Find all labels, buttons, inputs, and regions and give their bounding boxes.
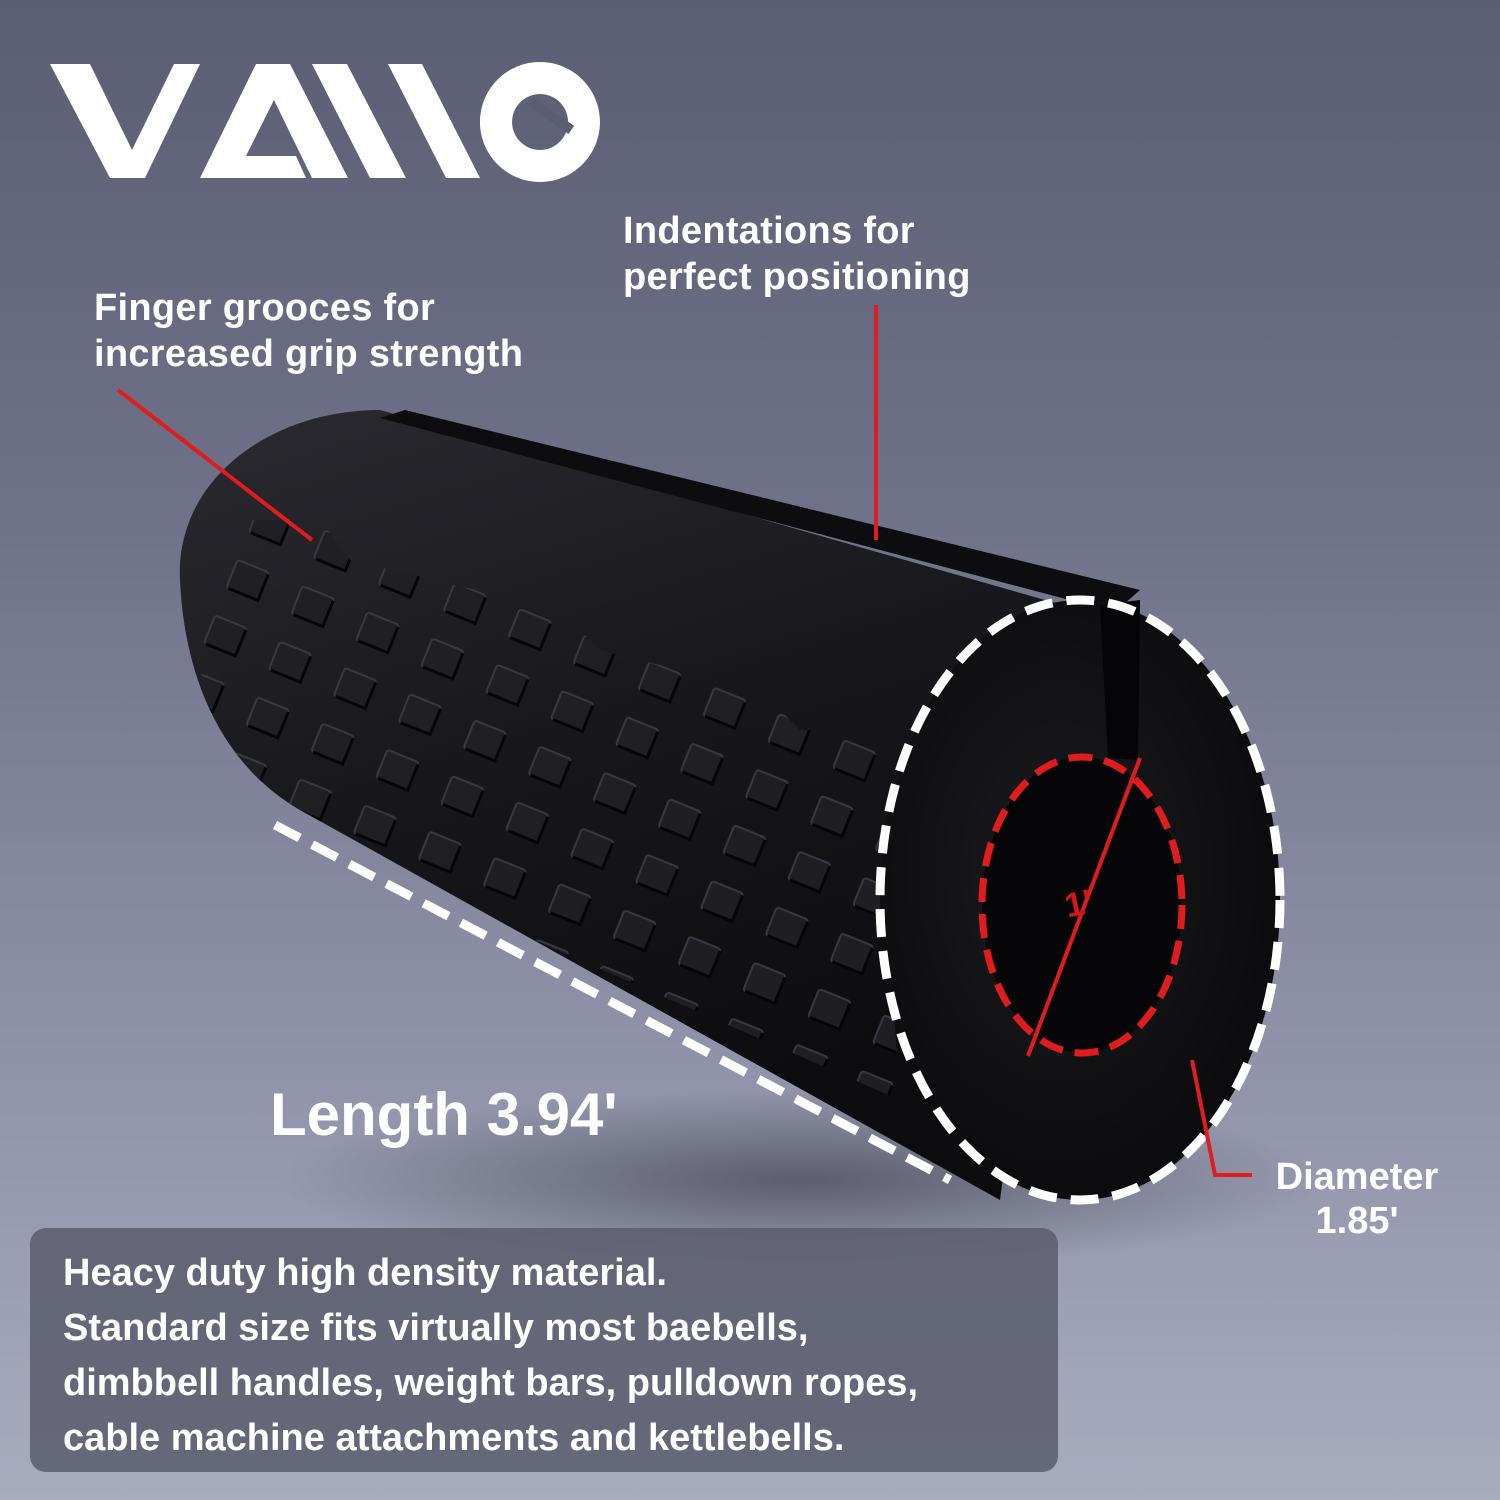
finger-grooves-callout: Finger grooces for increased grip streng… [94,285,523,377]
inner-hole [982,757,1182,1053]
diameter-line1: Diameter [1275,1156,1439,1198]
diameter-callout: Diameter 1.85' [1262,1155,1452,1243]
length-callout: Length 3.94' [270,1081,618,1148]
end-face-slot [1100,600,1140,760]
description-line: Standard size fits virtually most baebel… [63,1307,809,1349]
indentations-line2: perfect positioning [623,256,971,298]
diameter-leader [1190,1059,1252,1177]
outer-diameter-outline [875,595,1285,1205]
finger-grooves-line1: Finger grooces for [94,287,436,329]
inner-diameter-outline [978,753,1186,1057]
inner-diameter-line [1026,757,1142,1057]
indentations-line1: Indentations for [623,210,915,252]
finger-groove-leader [116,388,314,542]
finger-groove-pattern [200,520,920,1100]
finger-grooves-line2: increased grip strength [94,333,524,375]
description-line: cable machine attachments and kettlebell… [63,1417,845,1459]
description-line: Heacy duty high density material. [63,1252,667,1294]
diameter-line2: 1.85' [1315,1200,1399,1242]
length-outline [272,821,953,1184]
description-line: dimbbell handles, weight bars, pulldown … [63,1362,919,1404]
indentations-callout: Indentations for perfect positioning [623,208,971,300]
description-panel: Heacy duty high density material. Standa… [30,1228,1058,1472]
brand-logo [50,62,600,182]
indentation-slot [380,410,1140,612]
